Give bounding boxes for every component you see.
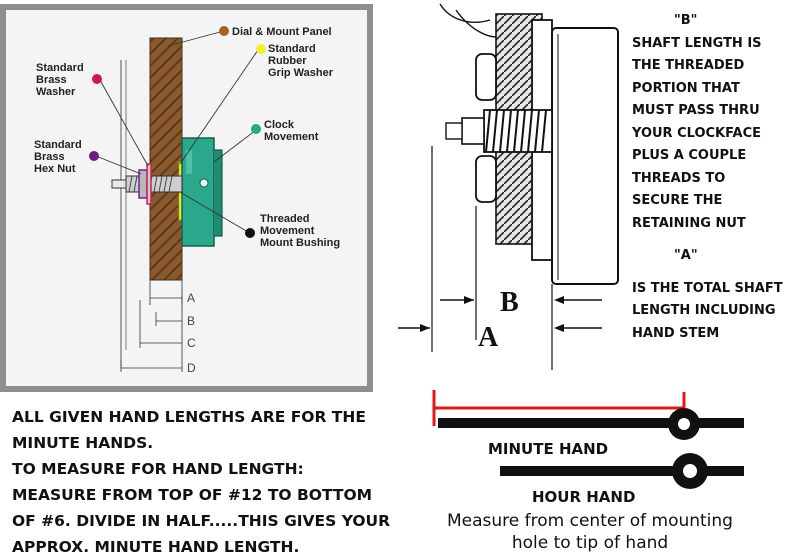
brass-washer-dot bbox=[92, 74, 102, 84]
clock-movement-label: Movement bbox=[264, 131, 319, 143]
hex-nut bbox=[138, 169, 148, 199]
b-note-line: RETAINING NUT bbox=[632, 215, 746, 231]
shaft-a-label: A bbox=[478, 322, 499, 353]
measure-caption-line: hole to tip of hand bbox=[511, 533, 669, 553]
dim-c-label: C bbox=[187, 336, 196, 350]
hex-nut-dot bbox=[89, 151, 99, 161]
dim-d-label: D bbox=[187, 361, 196, 375]
hand-length-instructions: ALL GIVEN HAND LENGTHS ARE FOR THE MINUT… bbox=[12, 404, 391, 560]
clock-movement-dot bbox=[251, 124, 261, 134]
bushing-dot bbox=[245, 228, 255, 238]
dim-a-label: A bbox=[187, 291, 195, 305]
b-note-line: MUST PASS THRU bbox=[632, 103, 760, 118]
bushing-label: Mount Bushing bbox=[260, 237, 340, 249]
dim-b-label: B bbox=[187, 314, 195, 328]
brass-washer-label: Standard bbox=[36, 62, 84, 74]
instruction-line: MINUTE HANDS. bbox=[12, 434, 154, 452]
dial-panel-label: Dial & Mount Panel bbox=[232, 26, 332, 38]
b-note-line: SHAFT LENGTH IS bbox=[632, 35, 762, 51]
hour-hand-bar bbox=[500, 466, 744, 476]
dial-panel-dot bbox=[219, 26, 229, 36]
rubber-washer-dot bbox=[256, 44, 266, 54]
measure-caption-line: Measure from center of mounting bbox=[447, 511, 733, 531]
b-note-line: YOUR CLOCKFACE bbox=[632, 125, 761, 141]
rubber-washer-label: Grip Washer bbox=[268, 67, 334, 79]
shaft-notes: "B" SHAFT LENGTH IS THE THREADED PORTION… bbox=[632, 10, 792, 345]
instruction-line: ALL GIVEN HAND LENGTHS ARE FOR THE bbox=[12, 408, 366, 426]
instruction-line: APPROX. MINUTE HAND LENGTH. bbox=[12, 538, 300, 556]
a-note-line: IS THE TOTAL SHAFT bbox=[632, 280, 783, 296]
instruction-line: TO MEASURE FOR HAND LENGTH: bbox=[12, 460, 304, 478]
bushing-label: Threaded bbox=[260, 213, 310, 225]
brass-washer-label: Washer bbox=[36, 86, 76, 98]
measure-caption: Measure from center of mounting hole to … bbox=[430, 510, 750, 554]
hex-nut-label: Standard bbox=[34, 139, 82, 151]
instruction-line: OF #6. DIVIDE IN HALF.....THIS GIVES YOU… bbox=[12, 512, 391, 530]
minute-hand-bar bbox=[438, 418, 744, 428]
hex-nut-label: Hex Nut bbox=[34, 163, 76, 175]
a-note-header: "A" bbox=[674, 248, 698, 263]
mount-panel-wood bbox=[149, 37, 183, 281]
brass-washer bbox=[146, 163, 152, 205]
clock-movement-label: Clock bbox=[264, 119, 295, 131]
shaft-b-label: B bbox=[500, 287, 519, 318]
b-note-line: PLUS A COUPLE bbox=[632, 148, 747, 163]
b-note-line: THREADS TO bbox=[632, 170, 726, 186]
hour-hand-label: HOUR HAND bbox=[532, 488, 636, 506]
b-note-line: PORTION THAT bbox=[632, 80, 740, 96]
shaft-cross-section bbox=[398, 3, 619, 370]
brass-washer-label: Brass bbox=[36, 74, 67, 86]
b-note-line: SECURE THE bbox=[632, 193, 723, 208]
rubber-washer-label: Standard bbox=[268, 43, 316, 55]
rubber-washer-label: Rubber bbox=[268, 55, 307, 67]
bushing-label: Movement bbox=[260, 225, 315, 237]
b-note-line: THE THREADED bbox=[632, 58, 745, 73]
minute-hand-label: MINUTE HAND bbox=[488, 440, 609, 458]
instruction-line: MEASURE FROM TOP OF #12 TO BOTTOM bbox=[12, 486, 373, 504]
a-note-line: HAND STEM bbox=[632, 325, 720, 341]
a-note-line: LENGTH INCLUDING bbox=[632, 303, 776, 318]
b-note-header: "B" bbox=[674, 13, 698, 28]
hex-nut-label: Brass bbox=[34, 151, 65, 163]
